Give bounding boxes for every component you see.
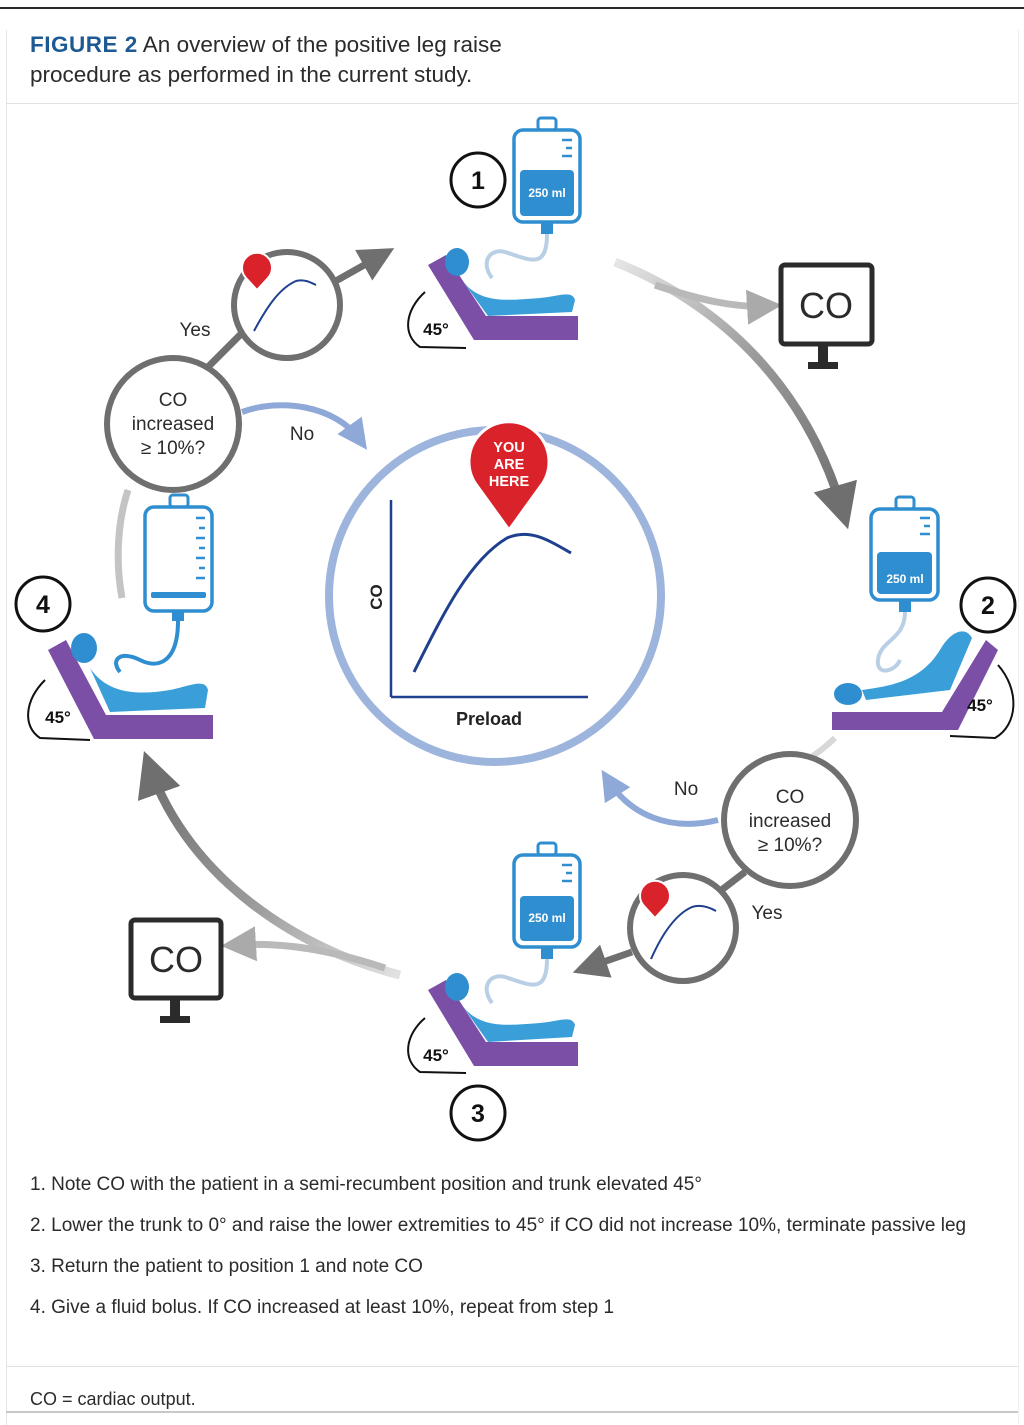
patient-bed-step3: 45°: [407, 973, 578, 1074]
check-circle-right: [627, 872, 739, 984]
figure-caption: FIGURE 2 An overview of the positive leg…: [30, 30, 590, 90]
arrow-no-left: [240, 402, 367, 450]
connector-decision-left-to-check: [202, 327, 248, 373]
bag-volume-step3: 250 ml: [528, 911, 565, 925]
mini-pin-icon: [639, 879, 671, 920]
arrow-yes-to-step3: [572, 944, 634, 978]
arrow-step3-to-monitor: [221, 926, 387, 972]
mini-pin-icon: [241, 251, 273, 292]
angle-arc-step1: [407, 291, 467, 349]
bottom-rule: [6, 1411, 1018, 1413]
step-number-3: 3: [471, 1100, 485, 1128]
step-number-2: 2: [981, 592, 995, 620]
angle-label-step4: 45°: [45, 708, 71, 727]
step-item-3: 3. Return the patient to position 1 and …: [30, 1256, 423, 1277]
angle-arc-step3: [407, 1017, 467, 1074]
arrow-no-right: [601, 769, 719, 827]
decision-right-line2: increased: [749, 811, 831, 832]
iv-bag-step4-empty: [114, 493, 214, 674]
patient-bed-step1: 45°: [407, 248, 578, 349]
graph-ylabel: CO: [367, 584, 386, 610]
decision-right-line3: ≥ 10%?: [758, 835, 822, 856]
angle-arc-step2: [949, 664, 1015, 740]
decision-circle-left: CO increased ≥ 10%?: [104, 355, 242, 493]
decision-left-line2: increased: [132, 414, 214, 435]
caption-divider: [6, 103, 1018, 104]
angle-label-step2: 45°: [967, 696, 993, 715]
caption-text: An overview of the positive leg raise pr…: [30, 32, 502, 87]
step-badge-2: 2: [959, 576, 1017, 634]
decision-left-line1: CO: [159, 390, 188, 411]
figure-label: FIGURE 2: [30, 32, 138, 57]
footnote-divider: [6, 1366, 1018, 1367]
angle-label-step3: 45°: [423, 1046, 449, 1065]
monitor-icon-right: CO: [778, 262, 875, 369]
yes-label-right: Yes: [752, 903, 783, 924]
bag-volume-step1: 250 ml: [528, 186, 565, 200]
iv-bag-step2: 250 ml: [869, 495, 940, 673]
footnote: CO = cardiac output.: [30, 1389, 196, 1409]
step-item-1: 1. Note CO with the patient in a semi-re…: [30, 1174, 702, 1195]
decision-left-line3: ≥ 10%?: [141, 438, 205, 459]
frame-border-left: [6, 30, 7, 1425]
graph-xlabel: Preload: [456, 709, 522, 729]
step-list: 1. Note CO with the patient in a semi-re…: [30, 1170, 970, 1334]
no-label-right: No: [674, 779, 698, 800]
pin-line1: YOU: [493, 440, 524, 456]
bag-volume-step2: 250 ml: [886, 572, 923, 586]
patient-bed-step2: 45°: [832, 631, 1015, 740]
monitor-right-label: CO: [799, 285, 853, 326]
decision-circle-right: CO increased ≥ 10%?: [721, 751, 859, 889]
frame-border-right: [1018, 30, 1019, 1425]
angle-arc-step4: [27, 679, 91, 741]
angle-label-step1: 45°: [423, 320, 449, 339]
no-label-left: No: [290, 424, 314, 445]
plr-procedure-diagram: CO Preload YOU ARE HERE CO increased ≥ 1…: [14, 116, 1017, 1142]
patient-bed-step4: 45°: [27, 633, 213, 741]
pin-line3: HERE: [489, 474, 530, 490]
arrow-yes-to-step1: [332, 248, 395, 286]
iv-bag-step1: 250 ml: [484, 116, 582, 280]
step-badge-1: 1: [449, 151, 507, 209]
step-number-1: 1: [471, 167, 485, 195]
connector-step4-decision: [114, 488, 132, 599]
step-badge-3: 3: [449, 1084, 507, 1142]
step-item-4: 4. Give a fluid bolus. If CO increased a…: [30, 1297, 615, 1318]
yes-label-left: Yes: [180, 320, 211, 341]
monitor-icon-left: CO: [128, 917, 224, 1023]
decision-right-line1: CO: [776, 787, 805, 808]
top-rule: [0, 7, 1024, 9]
check-circle-left: [231, 249, 343, 361]
step-item-2: 2. Lower the trunk to 0° and raise the l…: [30, 1215, 967, 1236]
you-are-here-pin: YOU ARE HERE: [467, 420, 551, 533]
iv-bag-step3: 250 ml: [484, 841, 582, 1005]
pin-line2: ARE: [494, 457, 525, 473]
step-number-4: 4: [36, 591, 50, 619]
monitor-left-label: CO: [149, 939, 203, 980]
arrow-step1-to-monitor: [653, 281, 782, 325]
step-badge-4: 4: [14, 575, 72, 633]
frank-starling-curve: [412, 532, 572, 673]
